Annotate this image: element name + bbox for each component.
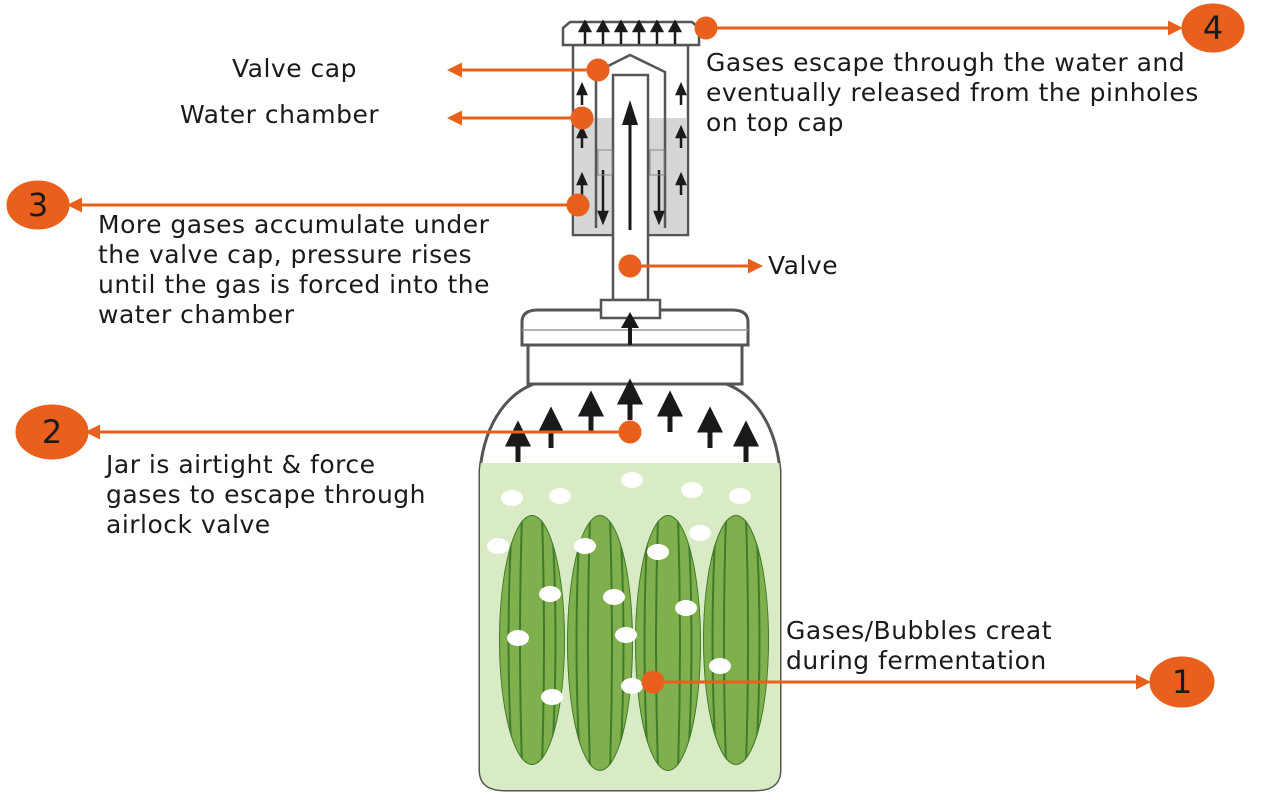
jar-neck <box>526 342 744 386</box>
badge-1: 1 <box>1171 663 1193 701</box>
water-chamber-label: Water chamber <box>180 100 380 129</box>
valve-base <box>599 298 662 320</box>
mason-jar <box>478 380 782 792</box>
badge-4: 4 <box>1202 9 1224 47</box>
valve-label: Valve <box>768 251 839 280</box>
step-3-text: More gases accumulate under the valve ca… <box>98 210 491 329</box>
badge-1-shape <box>1149 656 1215 708</box>
airlock <box>561 19 701 320</box>
top-cap <box>561 20 701 47</box>
valve-cap-label: Valve cap <box>232 54 357 83</box>
step-1-text: Gases/Bubbles creat during fermentation <box>786 616 1053 675</box>
badge-4-shape <box>1181 3 1245 53</box>
bubbles <box>487 472 751 705</box>
badges <box>6 3 1245 708</box>
step-2-text: Jar is airtight & force gases to escape … <box>106 450 427 539</box>
valve-cap-shape <box>594 53 667 228</box>
badge-2-shape <box>15 404 89 460</box>
badge-3-shape <box>6 180 70 230</box>
badge-2: 2 <box>41 413 63 451</box>
callouts <box>67 16 1183 694</box>
badge-3: 3 <box>27 186 49 224</box>
pinhole-arrows <box>577 19 683 44</box>
gas-flow-arrows <box>504 378 760 462</box>
step-4-text: Gases escape through the water and event… <box>706 48 1199 137</box>
cucumbers <box>499 515 769 771</box>
